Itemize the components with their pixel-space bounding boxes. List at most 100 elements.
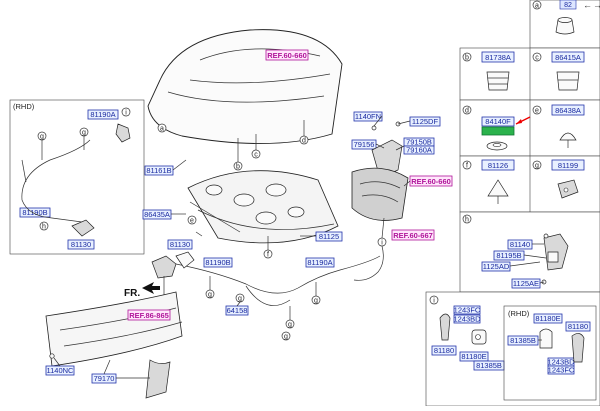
pad-label[interactable]: 86435A <box>144 210 170 219</box>
handle-bracket-icon <box>175 251 195 269</box>
cell-d[interactable]: d 84140F <box>462 105 531 151</box>
cable-path <box>175 255 381 294</box>
panel-i-right-2: 81385B <box>510 336 536 345</box>
panel-h-label-3: 1125AE <box>513 279 539 288</box>
rhd-handle-icon <box>571 333 585 363</box>
cell-c[interactable]: c 86415A <box>532 51 585 91</box>
cell-b-letter: b <box>465 55 469 62</box>
panel-i-right-4: 1243FC <box>548 366 575 375</box>
rhd-inset[interactable]: (RHD) 81190A 81190B 81130 i g g h <box>9 99 145 255</box>
dome-clip-icon <box>559 132 577 141</box>
bolt-label[interactable]: 1140NC <box>47 366 75 375</box>
ref-hood-label[interactable]: REF.60-660 <box>267 51 307 60</box>
cell-d-letter: d <box>465 108 469 115</box>
cell-d-part: 84140F <box>485 117 511 126</box>
hinge-label[interactable]: 79156 <box>354 140 375 149</box>
latch-body-icon <box>547 251 559 263</box>
rhd-release-label: 81130 <box>71 240 91 249</box>
cell-d-highlight <box>481 126 515 136</box>
inner-hole-icon <box>205 184 223 196</box>
cable-label[interactable]: 81190B <box>205 258 230 267</box>
inner-hole-icon <box>287 206 305 218</box>
svg-text:e: e <box>190 218 194 225</box>
hinge-latch-assembly[interactable]: 1140FN 1125DF 79156 79150B 79160A REF.60… <box>351 111 453 247</box>
inner-hole-icon <box>265 183 287 197</box>
cell-g[interactable]: g 81199 <box>532 159 585 199</box>
hood-panel-label[interactable]: 81161B <box>146 166 171 175</box>
panel-h-label-1: 81195B <box>496 251 521 260</box>
red-arrowhead-icon <box>516 119 522 124</box>
page-number-box <box>559 0 577 10</box>
release-handle-icon <box>151 255 177 279</box>
cell-b[interactable]: b 81738A <box>462 51 515 91</box>
rhd-cable-b-label: 81190B <box>22 208 47 217</box>
page-nav: 82 ← → <box>559 0 600 10</box>
rhd-bracket-icon <box>539 328 553 349</box>
panel-h-label-2: 1125AD <box>483 262 510 271</box>
rhd-cable-a-label: 81190A <box>90 110 115 119</box>
panel-i-letter: i <box>433 298 435 305</box>
bolt-icon <box>543 233 549 239</box>
cell-e-letter: e <box>535 108 539 115</box>
grommet-label[interactable]: 64158 <box>227 306 248 315</box>
insulator-label[interactable]: 81125 <box>319 232 339 241</box>
panel-h-letter: h <box>465 217 469 224</box>
svg-text:g: g <box>208 292 212 299</box>
panel-i-left-2: 81180 <box>434 346 454 355</box>
cell-c-part: 86415A <box>555 53 581 62</box>
svg-text:g: g <box>284 334 288 341</box>
cable-label-2[interactable]: 81190A <box>307 258 332 267</box>
svg-text:h: h <box>42 224 46 231</box>
cell-a-letter: a <box>535 3 539 10</box>
panel-i[interactable]: i 1243FC 1243BD 81180 81180E 81385B (RHD… <box>429 295 597 401</box>
latch-bolt-label[interactable]: 1140FN <box>355 112 381 121</box>
hood-inner-panel[interactable]: 81161B 86435A 81125 e f <box>142 159 343 259</box>
release-cable[interactable]: 81190B 81190A 81130 64158 h g g g g g <box>151 239 384 341</box>
front-carrier[interactable]: REF.86-865 1140NC 79170 <box>45 291 183 399</box>
svg-text:i: i <box>125 110 127 117</box>
hinge-label-2[interactable]: 79150B <box>406 138 432 147</box>
carrier-bracket-icon <box>145 359 171 399</box>
ref-latch-label[interactable]: REF.60-660 <box>411 177 451 186</box>
hood-outline-icon <box>147 29 343 144</box>
next-page-arrow[interactable]: → <box>593 0 600 10</box>
panel-i-left-4: 81385B <box>476 361 502 370</box>
rhd-cable-path <box>21 139 91 223</box>
release-handle-icon <box>439 313 451 341</box>
svg-text:a: a <box>160 126 164 133</box>
panel-i-left-1: 1243BD <box>453 315 481 324</box>
svg-text:f: f <box>267 252 269 259</box>
ref-bumper-label[interactable]: REF.86-865 <box>129 311 169 320</box>
panel-i-right-1: 81180 <box>568 322 588 331</box>
hood-panel[interactable]: REF.60-660 a b c d <box>147 29 343 171</box>
ref-667-label[interactable]: REF.60-667 <box>393 231 433 240</box>
rhd-inset-title: (RHD) <box>13 102 35 111</box>
cell-e[interactable]: e 86438A <box>532 104 585 148</box>
release-label[interactable]: 81130 <box>170 240 190 249</box>
cell-c-letter: c <box>535 55 539 62</box>
rhd-latch-icon <box>115 123 131 143</box>
hinge-label-3[interactable]: 79160A <box>406 146 432 155</box>
svg-text:b: b <box>236 164 240 171</box>
carrier-label[interactable]: 79170 <box>94 374 115 383</box>
svg-text:g: g <box>40 134 44 141</box>
prev-page-arrow[interactable]: ← <box>583 0 592 10</box>
svg-text:c: c <box>254 152 258 159</box>
latch-bolt2-label[interactable]: 1125DF <box>412 117 439 126</box>
plug-top-icon <box>557 17 573 23</box>
front-arrow-icon <box>142 282 160 294</box>
rhd-handle-icon <box>71 219 95 237</box>
cell-a[interactable]: a <box>532 0 575 35</box>
front-direction: FR. <box>124 282 160 299</box>
cell-f-part: 81126 <box>488 161 508 170</box>
cell-e-part: 86438A <box>555 106 581 115</box>
page-number: 82 <box>564 2 572 9</box>
svg-text:g: g <box>82 130 86 137</box>
cell-f[interactable]: f 81126 <box>462 159 515 204</box>
latch-bracket-icon <box>351 167 409 221</box>
panel-i-rhd-box <box>503 305 597 401</box>
panel-h[interactable]: h 81140 81195B 1125AD 1125AE <box>462 214 569 289</box>
panel-h-label-0: 81140 <box>510 240 530 249</box>
panel-i-rhd-title: (RHD) <box>508 309 530 318</box>
